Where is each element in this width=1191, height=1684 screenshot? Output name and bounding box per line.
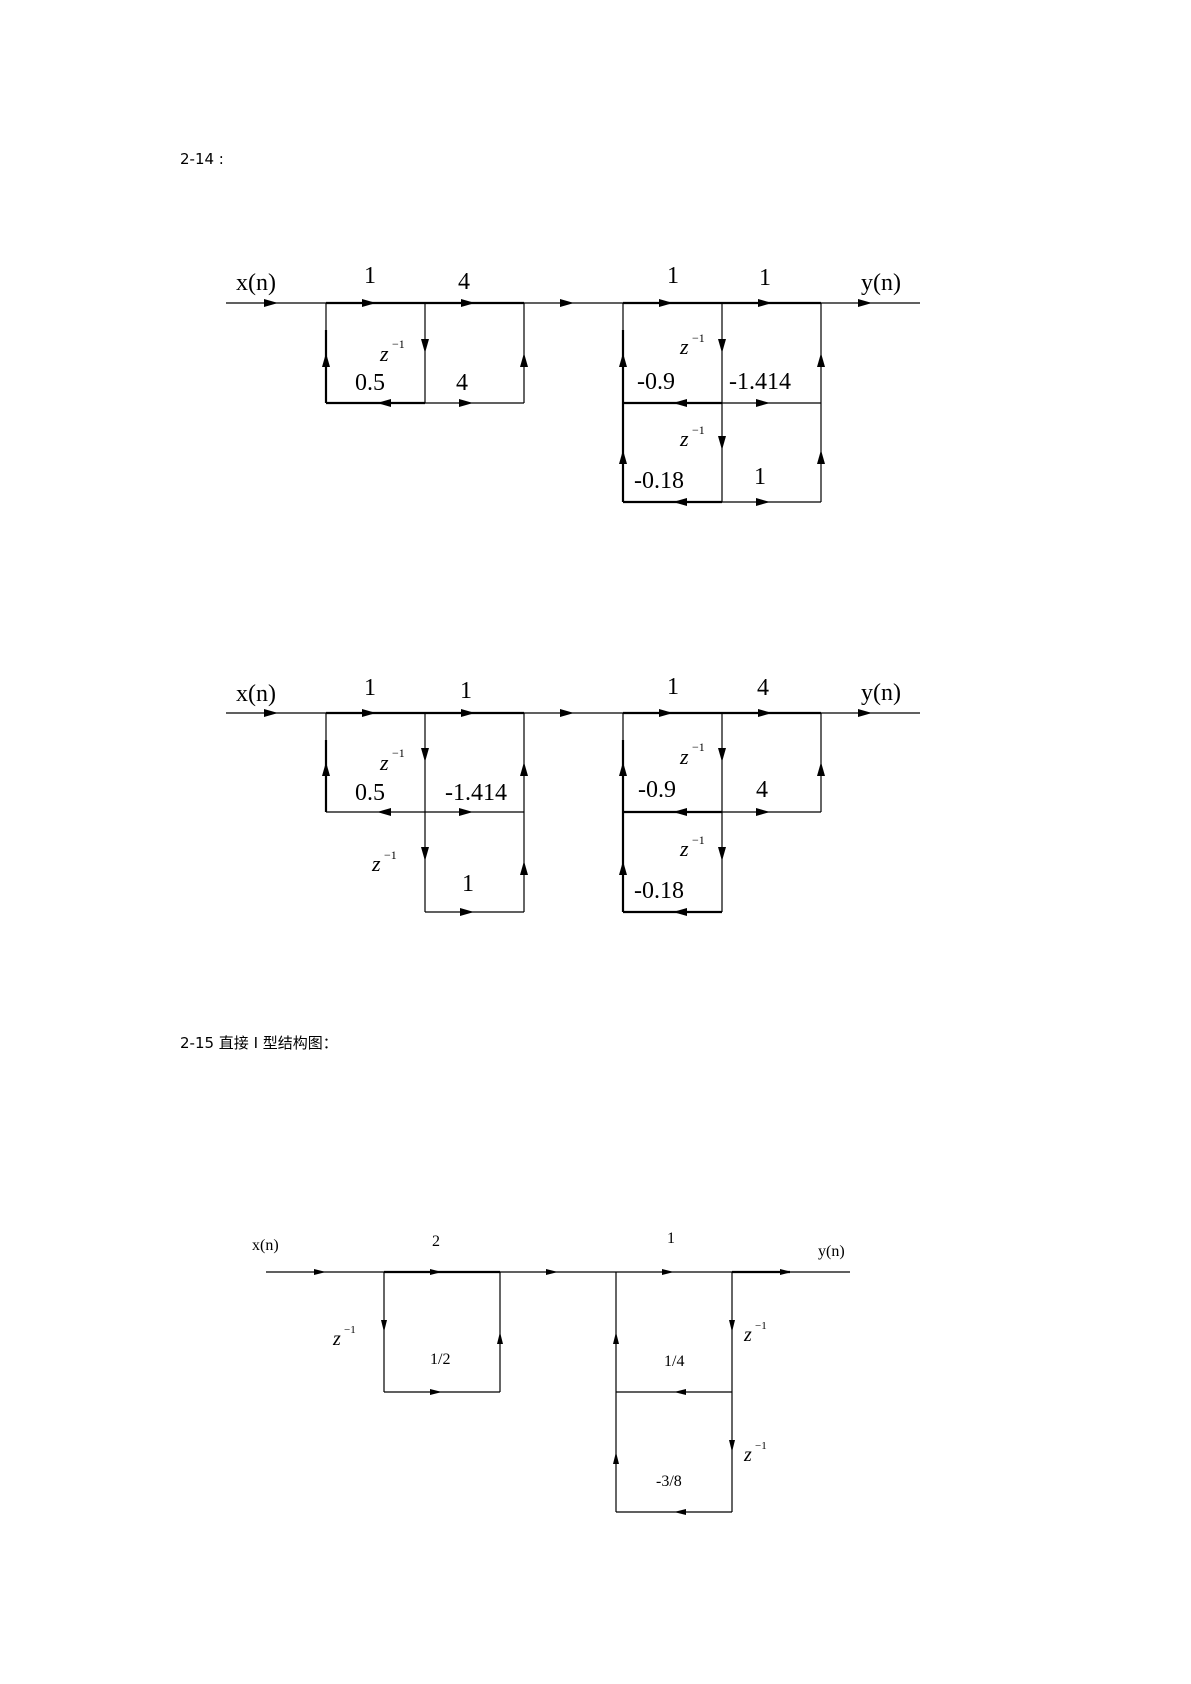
diagram-1-arrows xyxy=(264,299,872,506)
d3-delay-3: z −1 xyxy=(743,1440,767,1466)
d2-delay-2-exponent: −1 xyxy=(384,848,397,862)
d2-input-label: x(n) xyxy=(236,681,276,707)
diagram-2-lines xyxy=(226,711,920,914)
svg-text:z: z xyxy=(379,750,389,775)
d2-delay-4: z −1 xyxy=(679,833,705,861)
d1-gain-a4: 4 xyxy=(456,370,468,396)
diagram-2-arrows xyxy=(264,709,872,916)
d2-gain-b5: -0.18 xyxy=(634,878,684,904)
d2-delay-4-exponent: −1 xyxy=(692,833,705,847)
d1-input-label: x(n) xyxy=(236,270,276,296)
d2-gain-b4: 4 xyxy=(756,777,768,803)
d3-gain-b3: -3/8 xyxy=(656,1473,682,1490)
d1-delay-1-exponent: −1 xyxy=(392,337,405,351)
svg-text:z: z xyxy=(679,744,689,769)
diagram-3-arrows xyxy=(314,1269,792,1515)
d1-gain-b3: -0.9 xyxy=(637,369,675,395)
d1-gain-a1: 1 xyxy=(364,263,376,289)
d3-gain-a2: 1/2 xyxy=(430,1351,450,1368)
d2-delay-3: z −1 xyxy=(679,740,705,769)
d1-gain-b4: -1.414 xyxy=(729,369,791,395)
d2-gain-a4: -1.414 xyxy=(445,780,507,806)
d1-output-label: y(n) xyxy=(861,270,901,296)
d1-gain-b5: -0.18 xyxy=(634,468,684,494)
signal-flow-diagram-1: x(n) y(n) 1 4 0.5 4 1 1 -0.9 -1.414 -0.1… xyxy=(226,263,920,506)
d1-delay-3: z −1 xyxy=(679,423,705,451)
diagram-3-lines xyxy=(266,1270,850,1513)
svg-text:z: z xyxy=(332,1328,341,1350)
d2-output-label: y(n) xyxy=(861,680,901,706)
signal-flow-diagram-2: x(n) y(n) 1 1 0.5 -1.414 1 1 4 -0.9 4 -0… xyxy=(226,674,920,916)
diagram-1-lines xyxy=(226,301,920,504)
svg-text:z: z xyxy=(379,341,389,366)
svg-text:z: z xyxy=(679,836,689,861)
d2-gain-a1: 1 xyxy=(364,675,376,701)
d2-gain-b1: 1 xyxy=(667,674,679,700)
d3-delay-2: z −1 xyxy=(743,1320,767,1346)
d2-gain-a5: 1 xyxy=(462,871,474,897)
d3-gain-b1: 1 xyxy=(667,1230,675,1247)
svg-text:z: z xyxy=(679,334,689,359)
d1-gain-a3: 0.5 xyxy=(355,370,385,396)
d3-delay-2-exponent: −1 xyxy=(755,1320,767,1332)
d1-gain-b6: 1 xyxy=(754,464,766,490)
d3-delay-1-exponent: −1 xyxy=(344,1324,356,1336)
svg-text:z: z xyxy=(743,1444,752,1466)
d1-delay-2-exponent: −1 xyxy=(692,331,705,345)
d1-gain-b1: 1 xyxy=(667,263,679,289)
d3-delay-3-exponent: −1 xyxy=(755,1440,767,1452)
d2-delay-2: z −1 xyxy=(371,848,397,876)
svg-text:z: z xyxy=(743,1324,752,1346)
heading-2-14: 2-14 : xyxy=(180,150,224,168)
d1-delay-2: z −1 xyxy=(679,331,705,359)
d2-gain-b2: 4 xyxy=(757,675,769,701)
d1-gain-b2: 1 xyxy=(759,265,771,291)
heading-2-15: 2-15 直接 I 型结构图： xyxy=(180,1034,338,1052)
d3-input-label: x(n) xyxy=(252,1237,279,1254)
d2-delay-1-exponent: −1 xyxy=(392,746,405,760)
d3-gain-a1: 2 xyxy=(432,1233,440,1250)
d3-output-label: y(n) xyxy=(818,1243,845,1260)
signal-flow-diagram-3: x(n) y(n) 2 1/2 1 1/4 -3/8 z −1 z −1 z −… xyxy=(252,1230,850,1515)
d2-delay-3-exponent: −1 xyxy=(692,740,705,754)
d1-delay-1: z −1 xyxy=(379,337,405,366)
d1-delay-3-exponent: −1 xyxy=(692,423,705,437)
d3-gain-b2: 1/4 xyxy=(664,1353,684,1370)
d2-gain-a3: 0.5 xyxy=(355,780,385,806)
svg-text:z: z xyxy=(371,851,381,876)
d1-gain-a2: 4 xyxy=(458,269,470,295)
d2-delay-1: z −1 xyxy=(379,746,405,775)
d2-gain-a2: 1 xyxy=(460,678,472,704)
svg-text:z: z xyxy=(679,426,689,451)
d2-gain-b3: -0.9 xyxy=(638,777,676,803)
d3-delay-1: z −1 xyxy=(332,1324,356,1350)
